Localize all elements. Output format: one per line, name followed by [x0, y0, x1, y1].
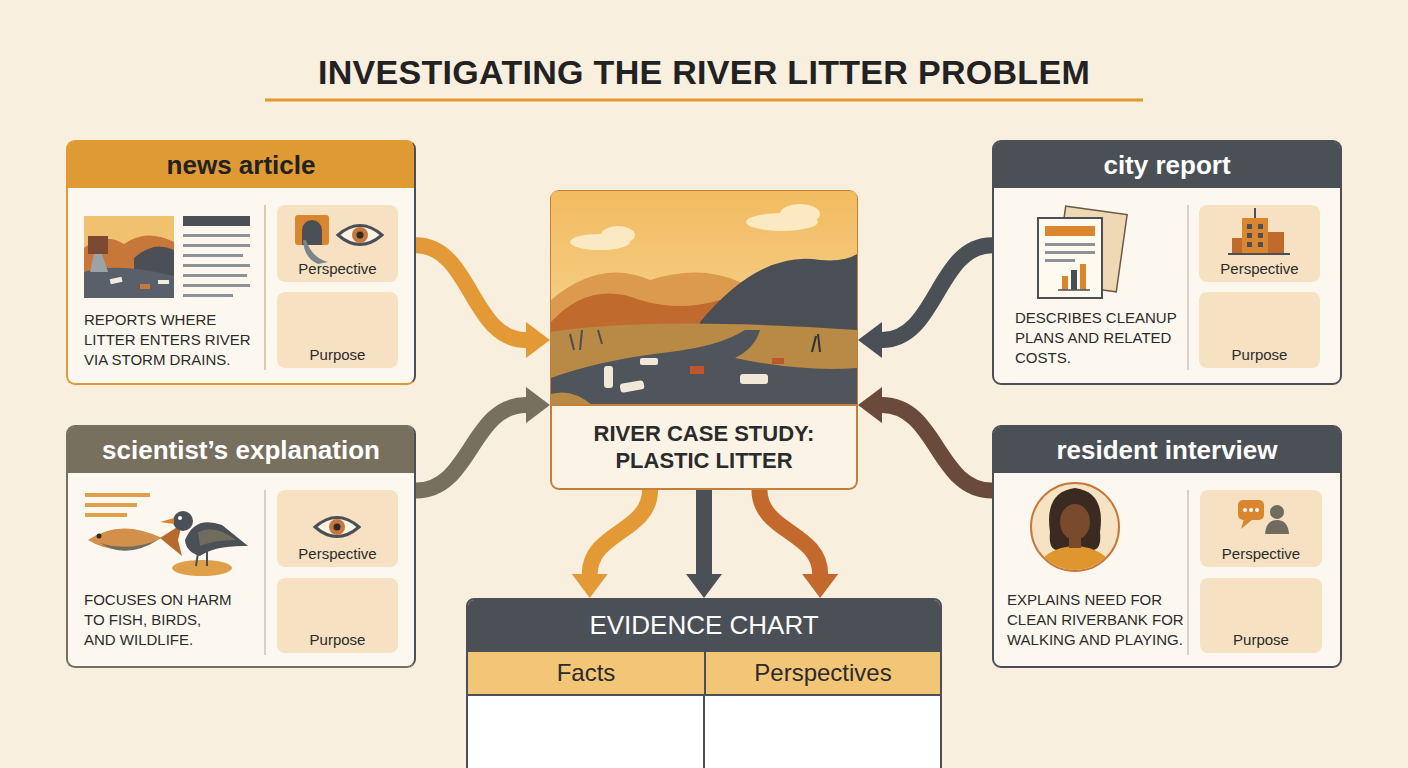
- box-label: Perspective: [1200, 545, 1322, 562]
- flow-arrow: [882, 405, 992, 491]
- box-label: Perspective: [277, 260, 398, 277]
- card-heading: city report: [994, 142, 1340, 188]
- case-study-title: RIVER CASE STUDY: PLASTIC LITTER: [564, 405, 844, 488]
- flow-arrow: [590, 490, 650, 574]
- card-summary: DESCRIBES CLEANUP PLANS AND RELATED COST…: [1015, 308, 1180, 368]
- title-underline: [265, 99, 1143, 102]
- flow-arrow: [696, 490, 712, 574]
- card-heading: news article: [68, 142, 414, 188]
- flow-arrow: [759, 490, 820, 574]
- source-card: news articleREPORTS WHERE LITTER ENTERS …: [66, 140, 416, 385]
- card-summary: FOCUSES ON HARM TO FISH, BIRDS, AND WILD…: [84, 590, 236, 650]
- box-label: Purpose: [1200, 631, 1322, 648]
- chart-heading: EVIDENCE CHART: [468, 600, 940, 650]
- source-card: resident interviewEXPLAINS NEED FOR CLEA…: [992, 425, 1342, 668]
- box-label: Perspective: [1199, 260, 1320, 277]
- card-summary: EXPLAINS NEED FOR CLEAN RIVERBANK FOR WA…: [1007, 590, 1197, 650]
- diagram-title: INVESTIGATING THE RIVER LITTER PROBLEM: [0, 50, 1408, 94]
- purpose-box: Purpose: [1199, 292, 1320, 368]
- card-summary: REPORTS WHERE LITTER ENTERS RIVER VIA ST…: [84, 310, 269, 370]
- case-study-box: RIVER CASE STUDY: PLASTIC LITTER: [550, 190, 858, 490]
- column-label: Facts: [468, 652, 704, 694]
- card-heading: scientist’s explanation: [68, 427, 414, 473]
- purpose-box: Purpose: [277, 578, 398, 653]
- column-header: Perspectives: [706, 650, 940, 696]
- perspective-box: Perspective: [1200, 490, 1322, 567]
- perspective-box: Perspective: [277, 490, 398, 567]
- evidence-chart: EVIDENCE CHARTFactsPerspectives: [466, 598, 942, 768]
- source-card: scientist’s explanationFOCUSES ON HARM T…: [66, 425, 416, 668]
- perspective-box: Perspective: [277, 205, 398, 282]
- card-heading: resident interview: [994, 427, 1340, 473]
- source-card: city reportDESCRIBES CLEANUP PLANS AND R…: [992, 140, 1342, 385]
- box-label: Purpose: [277, 631, 398, 648]
- perspective-box: Perspective: [1199, 205, 1320, 282]
- flow-arrow: [416, 245, 526, 340]
- box-label: Perspective: [277, 545, 398, 562]
- column-header: Facts: [468, 650, 706, 696]
- flow-arrow: [882, 245, 992, 340]
- purpose-box: Purpose: [277, 292, 398, 368]
- box-label: Purpose: [1199, 346, 1320, 363]
- flow-arrow: [416, 405, 526, 491]
- purpose-box: Purpose: [1200, 578, 1322, 653]
- box-label: Purpose: [277, 346, 398, 363]
- column-label: Perspectives: [706, 652, 940, 694]
